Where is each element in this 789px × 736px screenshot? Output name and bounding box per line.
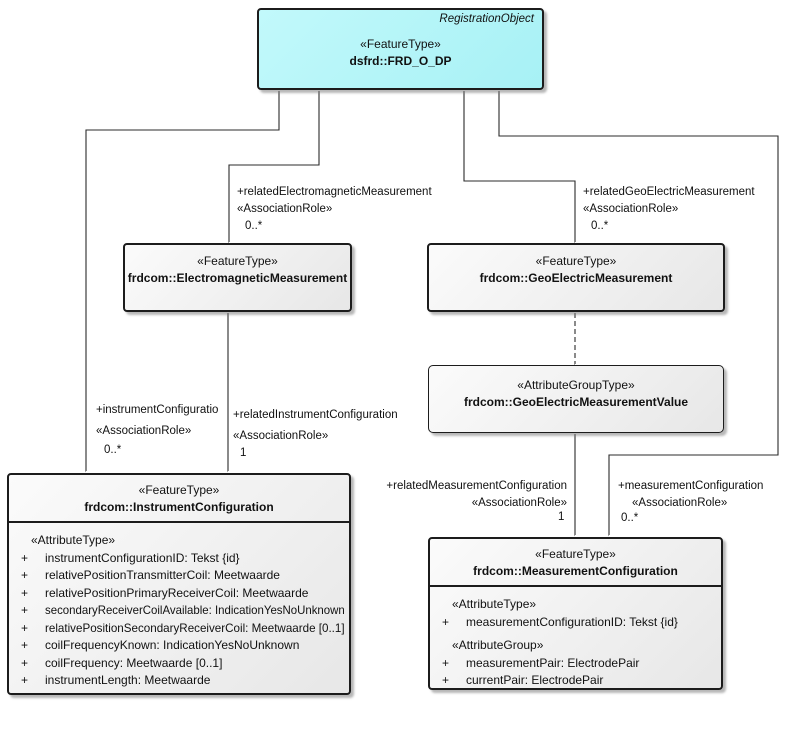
attribute-row: + relativePositionSecondaryReceiverCoil: … [17, 620, 345, 638]
edge-frd-to-electromagnetic-measurement[interactable] [229, 91, 320, 242]
stereotype-text: «AttributeType» [452, 597, 537, 611]
attribute-text: instrumentConfigurationID: Tekst {id} [45, 550, 240, 565]
registration-object-tag: RegistrationObject [439, 13, 534, 25]
visibility-public-sign: + [21, 603, 29, 617]
visibility-public-sign: + [21, 620, 29, 635]
related-instrument-config-multiplicity-label: 1 [240, 447, 247, 459]
attribute-text: currentPair: ElectrodePair [466, 673, 604, 687]
attribute-row: + secondaryReceiverCoilAvailable: Indicat… [17, 602, 345, 620]
visibility-public-sign: + [21, 550, 29, 565]
class-name: dsfrd::FRD_O_DP [349, 54, 452, 68]
visibility-public-sign: + [442, 673, 450, 687]
attribute-text: instrumentLength: Meetwaarde [45, 673, 211, 687]
class-name: frdcom::MeasurementConfiguration [473, 564, 678, 578]
attribute-text: coilFrequency: Meetwaarde [0..1] [45, 655, 223, 670]
attribute-row: + instrumentLength: Meetwaarde [17, 672, 345, 690]
visibility-public-sign: + [21, 673, 29, 687]
attribute-row: + measurementPair: ElectrodePair [438, 655, 717, 673]
attribute-text: coilFrequencyKnown: IndicationYesNoUnkno… [45, 638, 300, 652]
class-instrument-configuration[interactable]: «FeatureType» frdcom::InstrumentConfigur… [7, 473, 351, 695]
geo-stereotype-label: «AssociationRole» [583, 203, 679, 215]
class-name: frdcom::InstrumentConfiguration [84, 500, 274, 514]
member-stereotype-row: «AttributeGroup» [438, 637, 717, 655]
class-stereotype: «FeatureType» [535, 254, 617, 268]
instrument-config-role-label: +instrumentConfiguratio [96, 404, 219, 416]
related-measurement-config-multiplicity-label: 1 [558, 511, 565, 523]
stereotype-text: «AttributeGroup» [452, 638, 544, 652]
class-frd-o-dp[interactable]: RegistrationObject «FeatureType» dsfrd::… [257, 8, 544, 90]
member-stereotype-row: «AttributeType» [438, 596, 717, 614]
measurement-config-stereotype-label: «AssociationRole» [632, 497, 728, 509]
attribute-text: relativePositionTransmitterCoil: Meetwaa… [45, 568, 280, 582]
attribute-row: + coilFrequency: Meetwaarde [0..1] [17, 655, 345, 673]
em-stereotype-label: «AssociationRole» [237, 203, 333, 215]
attribute-compartment: «AttributeType»+instrumentConfigurationI… [9, 523, 349, 690]
visibility-public-sign: + [442, 614, 450, 629]
attribute-text: measurementPair: ElectrodePair [466, 655, 640, 670]
edge-frd-to-geoelectric-measurement[interactable] [463, 91, 576, 242]
class-electromagnetic-measurement[interactable]: «FeatureType» frdcom::ElectromagneticMea… [123, 243, 352, 312]
attribute-row: + measurementConfigurationID: Tekst {id} [438, 614, 717, 632]
visibility-public-sign: + [21, 655, 29, 670]
attribute-text: relativePositionPrimaryReceiverCoil: Mee… [45, 585, 309, 600]
class-stereotype: «FeatureType» [535, 547, 616, 561]
attribute-row: + relativePositionTransmitterCoil: Meetwa… [17, 567, 345, 585]
edge-frd-to-measurement-configuration[interactable] [498, 91, 779, 535]
visibility-public-sign: + [21, 638, 29, 652]
measurement-config-role-label: +measurementConfiguration [618, 480, 764, 492]
visibility-public-sign: + [21, 585, 29, 600]
class-stereotype: «AttributeGroupType» [517, 378, 635, 392]
attribute-row: + instrumentConfigurationID: Tekst {id} [17, 550, 345, 568]
class-stereotype: «FeatureType» [360, 37, 441, 51]
attribute-row: + relativePositionPrimaryReceiverCoil: Me… [17, 585, 345, 603]
class-geoelectric-measurement-value[interactable]: «AttributeGroupType» frdcom::GeoElectric… [428, 365, 724, 433]
attribute-text: relativePositionSecondaryReceiverCoil: M… [45, 620, 345, 635]
class-stereotype: «FeatureType» [197, 254, 278, 268]
member-stereotype-row: «AttributeType» [17, 532, 345, 550]
class-name: frdcom::GeoElectricMeasurement [479, 271, 673, 285]
attribute-text: secondaryReceiverCoilAvailable: Indicati… [45, 603, 345, 617]
attribute-row: + currentPair: ElectrodePair [438, 672, 717, 690]
geo-multiplicity-label: 0..* [591, 220, 609, 232]
stereotype-text: «AttributeType» [31, 533, 116, 547]
attribute-compartment: «AttributeType»+measurementConfiguration… [430, 587, 721, 690]
instrument-config-stereotype-label: «AssociationRole» [96, 425, 192, 437]
geo-role-label: +relatedGeoElectricMeasurement [583, 186, 755, 198]
related-instrument-config-role-label: +relatedInstrumentConfiguration [233, 409, 398, 421]
related-measurement-config-stereotype-label: «AssociationRole» [471, 497, 567, 509]
related-instrument-config-stereotype-label: «AssociationRole» [233, 430, 329, 442]
visibility-public-sign: + [21, 568, 29, 582]
attribute-text: measurementConfigurationID: Tekst {id} [466, 614, 678, 629]
edge-frd-to-instrument-configuration[interactable] [86, 91, 280, 471]
em-multiplicity-label: 0..* [245, 220, 263, 232]
instrument-config-multiplicity-label: 0..* [104, 444, 122, 456]
class-name: frdcom::GeoElectricMeasurementValue [463, 395, 689, 409]
attribute-row: + coilFrequencyKnown: IndicationYesNoUnkn… [17, 637, 345, 655]
measurement-config-multiplicity-label: 0..* [621, 512, 639, 524]
related-measurement-config-role-label: +relatedMeasurementConfiguration [386, 480, 567, 492]
class-measurement-configuration[interactable]: «FeatureType» frdcom::MeasurementConfigu… [428, 537, 723, 690]
class-stereotype: «FeatureType» [138, 483, 220, 497]
visibility-public-sign: + [442, 655, 450, 670]
class-name: frdcom::ElectromagneticMeasurement [127, 271, 348, 285]
em-role-label: +relatedElectromagneticMeasurement [237, 186, 432, 198]
class-geoelectric-measurement[interactable]: «FeatureType» frdcom::GeoElectricMeasure… [427, 243, 725, 312]
